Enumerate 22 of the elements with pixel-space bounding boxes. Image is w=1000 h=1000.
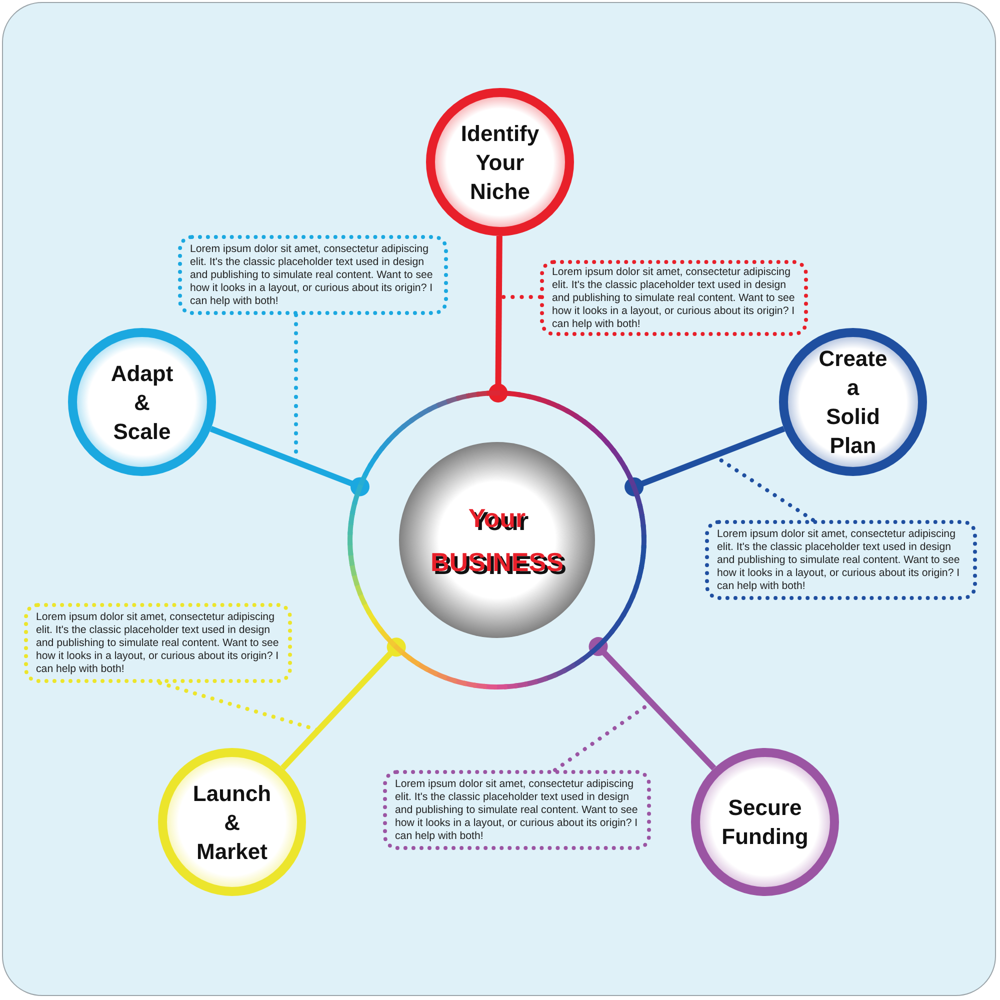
description-text: Lorem ipsum dolor sit amet, consectetur adipiscing elit. It's the classic placeholder text used in design and publishing to simulate real content. Want to see how it looks in a layout, or curious about its origin? I can help with both! xyxy=(717,528,961,592)
leader-line xyxy=(158,681,320,732)
step-title: Launch & Market xyxy=(192,780,272,866)
step-title: Create a Solid Plan xyxy=(818,345,888,460)
callout-box xyxy=(24,603,292,683)
connector-line xyxy=(210,426,370,496)
connector-line xyxy=(588,637,716,770)
step-title: Secure Funding xyxy=(720,794,810,851)
step-title: Adapt & Scale xyxy=(110,360,174,446)
connector-line xyxy=(624,426,786,496)
connector-line xyxy=(280,638,406,770)
connector-line xyxy=(488,236,508,402)
description-text: Lorem ipsum dolor sit amet, consectetur adipiscing elit. It's the classic placeholder text used in design and publishing to simulate real content. Want to see how it looks in a layout, or curious about its origin? I can help with both! xyxy=(552,266,796,330)
callout-box xyxy=(383,770,651,850)
callout-box xyxy=(705,520,977,600)
callout-box xyxy=(178,235,448,315)
step-title: Identify Your Niche xyxy=(460,120,540,206)
callout-box xyxy=(540,260,808,336)
step-title: Your BUSINESS xyxy=(430,502,564,579)
description-text: Lorem ipsum dolor sit amet, consectetur adipiscing elit. It's the classic placeholder text used in design and publishing to simulate real content. Want to see how it looks in a layout, or curious about its origin? I can help with both! xyxy=(395,778,639,842)
description-text: Lorem ipsum dolor sit amet, consectetur adipiscing elit. It's the classic placeholder text used in design and publishing to simulate real content. Want to see how it looks in a layout, or curious about its origin? I can help with both! xyxy=(36,610,280,676)
description-text: Lorem ipsum dolor sit amet, consectetur adipiscing elit. It's the classic placeholder text used in design and publishing to simulate real content. Want to see how it looks in a layout, or curious about its origin? I can help with both! xyxy=(190,242,434,308)
